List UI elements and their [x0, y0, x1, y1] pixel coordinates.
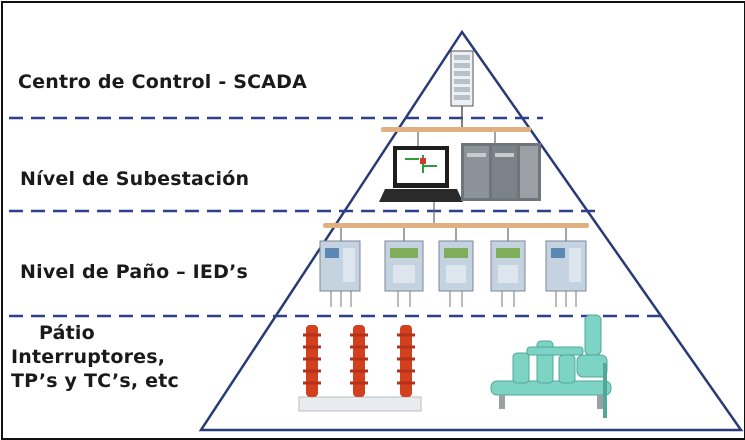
ied-relay-icon: [384, 228, 424, 307]
ied-relay-icon: [319, 228, 361, 307]
ied-relay-icon: [438, 228, 474, 307]
insulator-icon: [303, 325, 321, 397]
pyramid-diagram: [9, 29, 744, 432]
level-label-yard: Pátio Interruptores, TP’s y TC’s, etc: [11, 321, 179, 393]
yard-line-3: TP’s y TC’s, etc: [11, 370, 179, 392]
bay-bus-bar: [323, 223, 589, 228]
ied-relay-icon: [545, 228, 587, 307]
cabinet-icon: [461, 143, 541, 201]
switchgear-icon: [490, 314, 612, 418]
yard-line-2: Interruptores,: [11, 346, 166, 368]
ied-relay-icon: [490, 228, 526, 307]
laptop-icon: [379, 146, 463, 202]
insulator-icon: [397, 325, 415, 397]
level-dividers: [9, 116, 666, 318]
insulator-icon: [350, 325, 368, 397]
level-label-control-center: Centro de Control - SCADA: [18, 71, 308, 93]
yard-line-1: Pátio: [39, 322, 95, 344]
insulators: [298, 325, 422, 412]
level-label-substation: Nível de Subestación: [20, 168, 250, 190]
pyramid-outline: [198, 29, 744, 432]
level-label-bay: Nivel de Paño – IED’s: [20, 261, 249, 283]
ied-relays: [319, 228, 587, 307]
server-rack-icon: [450, 50, 474, 107]
substation-bus-bar: [381, 127, 531, 132]
